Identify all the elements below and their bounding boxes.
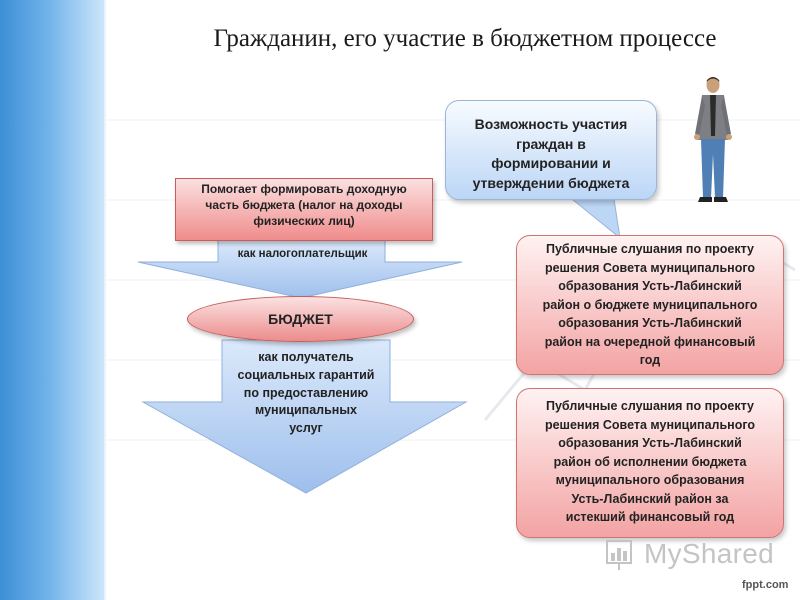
left-band-divider	[104, 0, 106, 600]
hearing-line: муниципального образования	[555, 473, 745, 487]
recipient-arrow	[141, 339, 468, 494]
hearing-line: Усть-Лабинский район за	[571, 491, 729, 506]
hearing-line: район об исполнении бюджета	[553, 454, 747, 469]
watermark: MyShared	[606, 534, 774, 574]
tax-box-line: часть бюджета (налог на доходы	[205, 198, 403, 213]
person-figure-icon	[694, 77, 732, 202]
recipient-line: услуг	[289, 421, 323, 435]
footer-brand: fppt.com	[742, 579, 789, 591]
taxpayer-label: как налогоплательщик	[237, 248, 368, 260]
tax-box-line: физических лиц)	[253, 214, 355, 229]
slide-title: Гражданин, его участие в бюджетном проце…	[213, 25, 717, 52]
hearing-line: решения Совета муниципального	[544, 260, 756, 275]
tax-contribution-box: Помогает формировать доходную часть бюдж…	[175, 178, 433, 241]
recipient-line: по предоставлению	[243, 385, 369, 400]
hearing-line: год	[639, 353, 661, 367]
hearing-line: Публичные слушания по проекту	[545, 242, 754, 256]
recipient-line: социальных гарантий	[237, 367, 375, 382]
callout-line: граждан в	[516, 135, 586, 152]
hearing-line: образования Усть-Лабинский	[558, 436, 742, 450]
hearing-line: район о бюджете муниципального	[542, 297, 758, 312]
callout-tail	[570, 198, 621, 240]
tax-box-line: Помогает формировать доходную	[201, 182, 407, 196]
bar-chart-icon	[606, 540, 632, 570]
hearing-line: образования Усть-Лабинский	[558, 316, 742, 330]
recipient-label: как получатель социальных гарантий по пр…	[222, 349, 390, 438]
budget-ellipse: БЮДЖЕТ	[187, 296, 414, 342]
recipient-line: муниципальных	[255, 403, 357, 418]
budget-label: БЮДЖЕТ	[268, 311, 333, 327]
hearing-line: решения Совета муниципального	[544, 417, 756, 432]
hearing-line: истекший финансовый год	[565, 510, 735, 524]
hearing-box-budget-execution: Публичные слушания по проекту решения Со…	[516, 388, 784, 538]
callout-line: утверждении бюджета	[472, 174, 630, 191]
callout-line: формировании и	[491, 155, 611, 172]
hearing-line: образования Усть-Лабинский	[558, 279, 742, 293]
taxpayer-arrow	[137, 239, 463, 299]
hearing-line: Публичные слушания по проекту	[545, 399, 754, 413]
callout-line: Возможность участия	[474, 116, 628, 132]
hearing-line: район на очередной финансовый	[544, 334, 756, 349]
watermark-text: MyShared	[644, 538, 775, 569]
hearing-box-budget-draft: Публичные слушания по проекту решения Со…	[516, 235, 784, 375]
left-decorative-band	[0, 0, 105, 600]
participation-callout: Возможность участия граждан в формирован…	[445, 100, 657, 200]
recipient-line: как получатель	[258, 350, 354, 364]
